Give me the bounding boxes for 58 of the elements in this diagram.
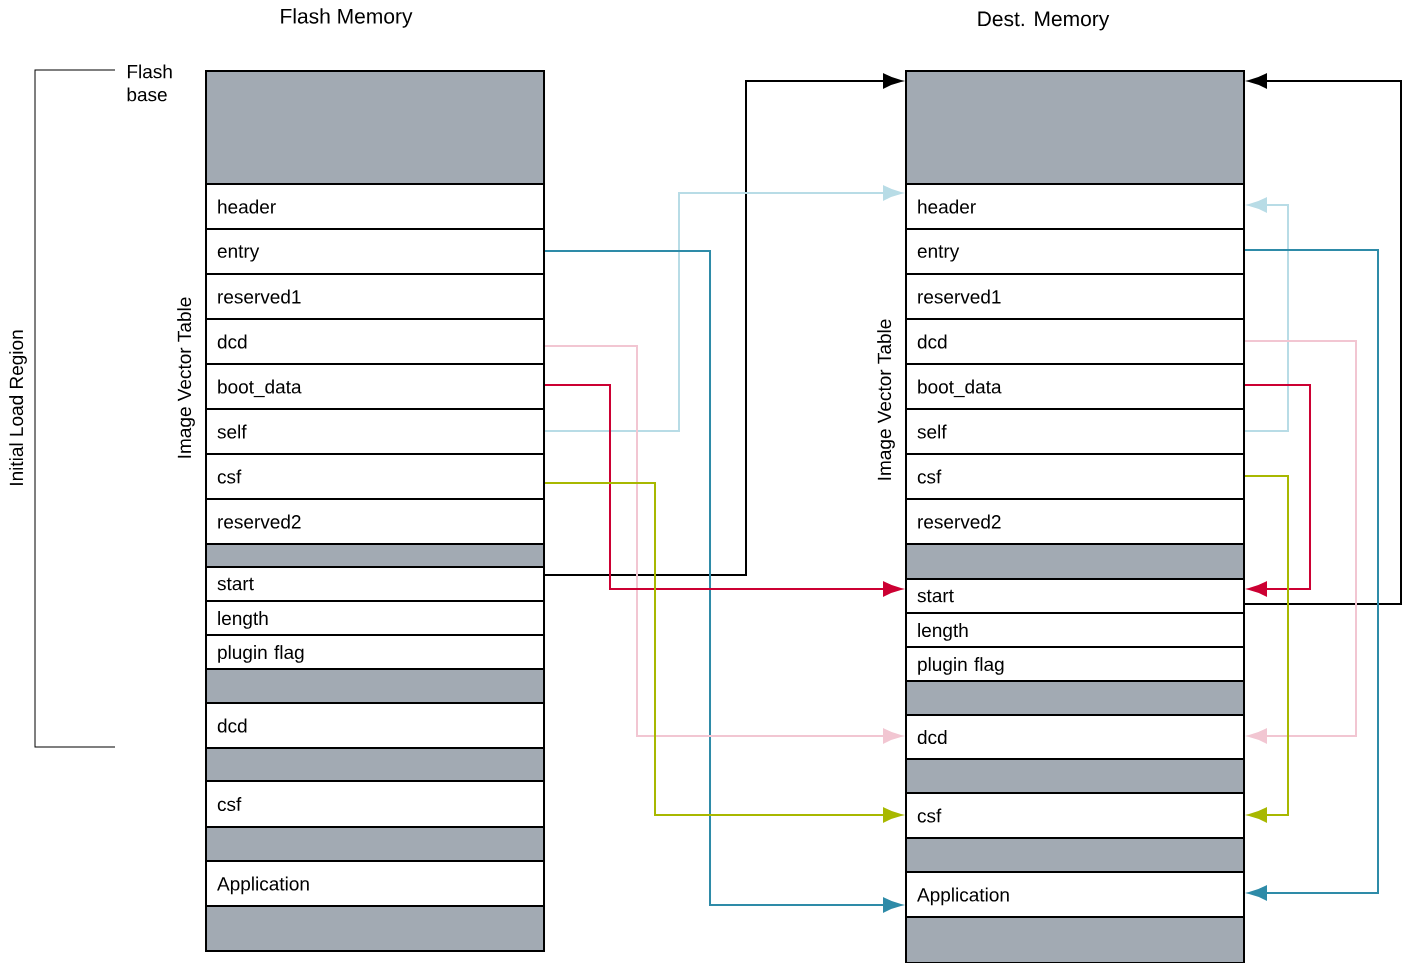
memory-field: start	[905, 578, 1245, 614]
arrow	[544, 185, 902, 432]
arrow	[1244, 197, 1289, 432]
memory-field: entry	[905, 228, 1245, 275]
memory-block	[205, 668, 545, 704]
memory-field: plugin flag	[905, 646, 1245, 682]
memory-field: dcd	[205, 702, 545, 749]
memory-block	[205, 543, 545, 568]
memory-field: reserved1	[205, 273, 545, 320]
memory-block	[905, 70, 1245, 185]
memory-block	[205, 747, 545, 782]
flash-base-label: Flash base	[127, 64, 172, 102]
memory-field: plugin flag	[205, 634, 545, 670]
memory-field: length	[205, 600, 545, 636]
memory-field: csf	[905, 792, 1245, 839]
memory-block	[905, 543, 1245, 580]
memory-field: reserved1	[905, 273, 1245, 320]
table-label: Image Vector Table	[177, 297, 195, 458]
memory-block	[905, 680, 1245, 716]
arrow	[544, 345, 902, 744]
memory-field: Application	[205, 860, 545, 907]
arrow	[544, 482, 902, 823]
memory-field: entry	[205, 228, 545, 275]
memory-field: dcd	[205, 318, 545, 365]
region-label: Initial Load Region	[9, 330, 27, 485]
memory-field: boot_data	[905, 363, 1245, 410]
memory-field: boot_data	[205, 363, 545, 410]
memory-field: dcd	[905, 318, 1245, 365]
column-heading: Flash Memory	[281, 8, 413, 28]
memory-field: reserved2	[205, 498, 545, 545]
table-label: Image Vector Table	[877, 319, 895, 480]
memory-field: Application	[905, 871, 1245, 918]
arrow	[544, 250, 902, 913]
memory-field: reserved2	[905, 498, 1245, 545]
memory-field: self	[905, 408, 1245, 455]
memory-field: header	[205, 183, 545, 230]
memory-field: dcd	[905, 714, 1245, 760]
arrow	[1244, 249, 1379, 901]
arrow	[544, 73, 902, 576]
arrow	[1244, 340, 1357, 744]
arrow	[1244, 384, 1311, 597]
memory-field: length	[905, 612, 1245, 648]
arrow	[1244, 475, 1289, 823]
arrow	[544, 384, 902, 597]
memory-block	[205, 905, 545, 952]
memory-block	[905, 916, 1245, 963]
memory-block	[905, 758, 1245, 794]
memory-block	[205, 826, 545, 862]
memory-block	[905, 837, 1245, 873]
memory-field: csf	[905, 453, 1245, 500]
memory-field: csf	[205, 453, 545, 500]
column-heading: Dest. Memory	[978, 11, 1110, 31]
memory-block	[205, 70, 545, 185]
memory-field: csf	[205, 780, 545, 828]
memory-field: header	[905, 183, 1245, 230]
memory-field: self	[205, 408, 545, 455]
memory-field: start	[205, 566, 545, 602]
arrow	[1244, 73, 1402, 605]
